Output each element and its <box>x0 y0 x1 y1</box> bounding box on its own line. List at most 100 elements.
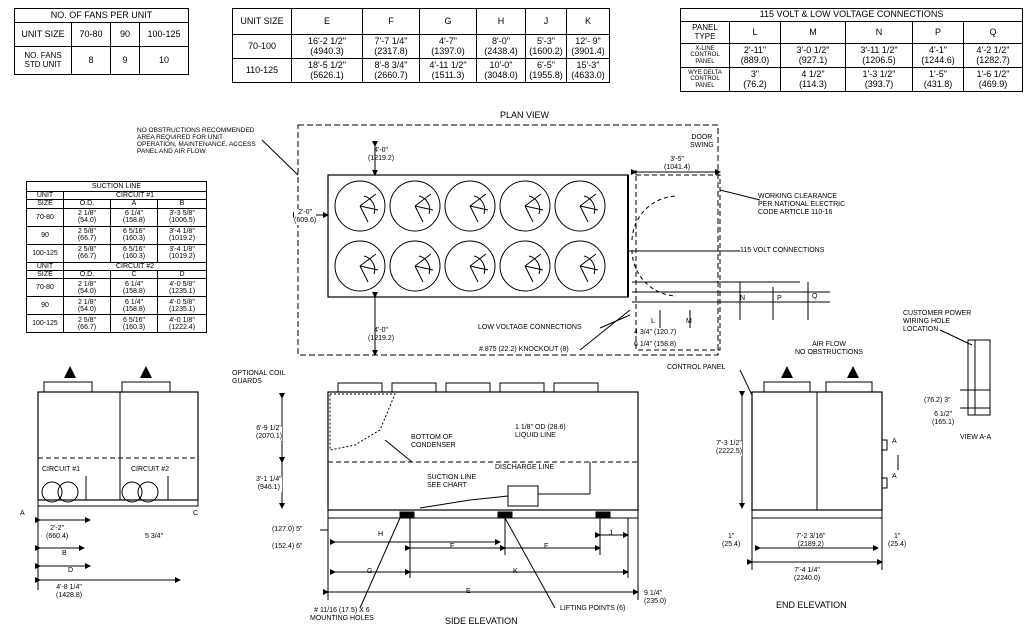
volt-cell: 1'-5"(431.8) <box>912 67 964 92</box>
dims-header: J <box>525 8 567 35</box>
dims-cell: 7'-7 1/4"(2317.8) <box>362 34 420 59</box>
view-aa-dim-1: (76.2) 3" <box>924 397 951 404</box>
section-marker-a-top: A <box>892 438 897 445</box>
volt-cell: 4'-1"(1244.6) <box>912 43 964 68</box>
end-elevation <box>739 366 899 570</box>
view-aa-dim-2: 6 1/2"(165.1) <box>932 411 955 426</box>
dim-9-1-4: 9 1/4"(235.0) <box>644 590 667 605</box>
end-width-right: 1"(25.4) <box>888 533 907 548</box>
suction-rowsize: 90 <box>26 225 64 245</box>
suction-col: D <box>157 270 207 280</box>
dim-L: L <box>651 318 655 325</box>
discharge-line-label: DISCHARGE LINE <box>495 464 555 471</box>
dim-152: (152.4) 6" <box>272 543 303 550</box>
dims-table: UNIT SIZE E F G H J K 70-100 16'-2 1/2"(… <box>232 8 610 83</box>
dim-6-1-4: 6 1/4" (158.8) <box>634 341 677 348</box>
dim-E: E <box>466 588 471 595</box>
fan-blade-icon <box>524 193 544 223</box>
suction-od: O.D. <box>63 270 111 280</box>
dim-H: H <box>378 531 384 538</box>
volt-table: 115 VOLT & LOW VOLTAGE CONNECTIONS PANEL… <box>680 8 1023 92</box>
fans-cell: 8 <box>71 46 111 75</box>
obstruction-note: NO OBSTRUCTIONS RECOMMENDED AREA REQUIRE… <box>137 127 256 155</box>
end-width-inner: 7'-2 3/16"(2189.2) <box>796 533 826 548</box>
low-voltage-label: LOW VOLTAGE CONNECTIONS <box>478 324 582 331</box>
suction-rowsize: 70-80 <box>26 278 64 298</box>
fans-cell: 9 <box>110 46 140 75</box>
fans-cell: NO. FANS STD UNIT <box>14 46 72 75</box>
top-clearance: 4'-0"(1219.2) <box>368 147 395 162</box>
dims-header: K <box>566 8 610 35</box>
bottom-of-condenser: BOTTOM OF CONDENSER <box>411 434 456 449</box>
dims-cell: 6'-5"(1955.8) <box>525 58 567 83</box>
dim-K: K <box>513 568 518 575</box>
volt-header: Q <box>963 21 1023 44</box>
suction-cell: 6 5/16"(160.3) <box>110 243 158 263</box>
suction-size: SIZE <box>26 199 64 209</box>
suction-rowsize: 70-80 <box>26 207 64 227</box>
volt-cell: 3'-0 1/2"(927.1) <box>780 43 846 68</box>
dims-cell: 15'-3"(4633.0) <box>566 58 610 83</box>
suction-cell: 2 1/8"(54.0) <box>63 278 111 298</box>
dim-4-3-4: 4 3/4" (120.7) <box>634 329 677 336</box>
coil-guards-label: OPTIONAL COIL GUARDS <box>232 370 286 385</box>
side-elevation-title: SIDE ELEVATION <box>445 616 518 626</box>
fan-blade-icon <box>414 193 434 223</box>
plan-view <box>261 124 830 356</box>
side-elevation <box>279 382 639 609</box>
air-flow-label: AIR FLOW NO OBSTRUCTIONS <box>795 341 864 356</box>
dim-5-3-4: 5 3/4" <box>145 533 164 540</box>
fan <box>334 240 386 292</box>
dims-header: H <box>476 8 526 35</box>
suction-unit: UNIT <box>26 190 64 201</box>
suction-cell: 6 5/16"(160.3) <box>110 225 158 245</box>
dim-N: N <box>740 295 746 302</box>
dim-J: J <box>609 530 613 537</box>
dims-cell: 12'- 9"(3901.4) <box>566 34 610 59</box>
dims-header: F <box>362 8 420 35</box>
fan <box>499 180 551 232</box>
working-clearance-note: WORKING CLEARANCE PER NATIONAL ELECTRIC … <box>758 193 846 216</box>
end-width-left: 1"(25.4) <box>722 533 741 548</box>
circuit-2-label: CIRCUIT #2 <box>131 466 169 473</box>
circuit-1-label: CIRCUIT #1 <box>42 466 80 473</box>
volt-header: L <box>729 21 781 44</box>
dims-size: 110-125 <box>232 58 292 83</box>
bottom-clearance: 4'-0"(1219.2) <box>368 327 395 342</box>
fans-cell: UNIT SIZE <box>14 22 72 47</box>
fan <box>444 180 496 232</box>
suction-col: C <box>110 270 158 280</box>
volt-cell: 2'-11"(889.0) <box>729 43 781 68</box>
dims-cell: 10'-0"(3048.0) <box>476 58 526 83</box>
suction-line-label: SUCTION LINE SEE CHART <box>427 474 477 489</box>
dim-4-8: 4'-8 1/4"(1428.8) <box>56 584 83 599</box>
lifting-points-label: LIFTING POINTS (6) <box>560 605 626 612</box>
dims-cell: 8'-0"(2438.4) <box>476 34 526 59</box>
end-height: 7'-3 1/2"(2222.5) <box>716 440 743 456</box>
knockout-label: #.875 (22.2) KNOCKOUT (8) <box>479 346 569 353</box>
control-panel-label: CONTROL PANEL <box>667 364 726 371</box>
customer-power-note: CUSTOMER POWER WIRING HOLE LOCATION <box>903 310 972 333</box>
volt-table-title: 115 VOLT & LOW VOLTAGE CONNECTIONS <box>680 8 1023 22</box>
left-end-view <box>35 366 199 590</box>
dims-cell: 8'-8 3/4"(2660.7) <box>362 58 420 83</box>
liquid-line-label: 1 1/8" OD (28.6) LIQUID LINE <box>515 424 566 439</box>
suction-unit: UNIT <box>26 261 64 272</box>
volt-header: N <box>845 21 913 44</box>
suction-cell: 2 5/8"(66.7) <box>63 225 111 245</box>
dim-F-2: F <box>544 543 549 550</box>
end-width-outer: 7'-4 1/4"(2240.0) <box>794 567 821 582</box>
suction-cell: 2 5/8"(66.7) <box>63 243 111 263</box>
dim-F-1: F <box>450 543 455 550</box>
suction-cell: 2 1/8"(54.0) <box>63 207 111 227</box>
side-height: 6'-9 1/2"(2070.1) <box>256 425 283 441</box>
fan <box>444 240 496 292</box>
suction-cell: 6 1/4"(158.8) <box>110 296 158 316</box>
fan-blade-icon <box>579 193 599 223</box>
suction-rowsize: 100-125 <box>26 314 64 334</box>
volt-header: M <box>780 21 846 44</box>
suction-cell: 3'-3 5/8"(1006.5) <box>157 207 207 227</box>
fan-blade-icon <box>579 253 599 283</box>
